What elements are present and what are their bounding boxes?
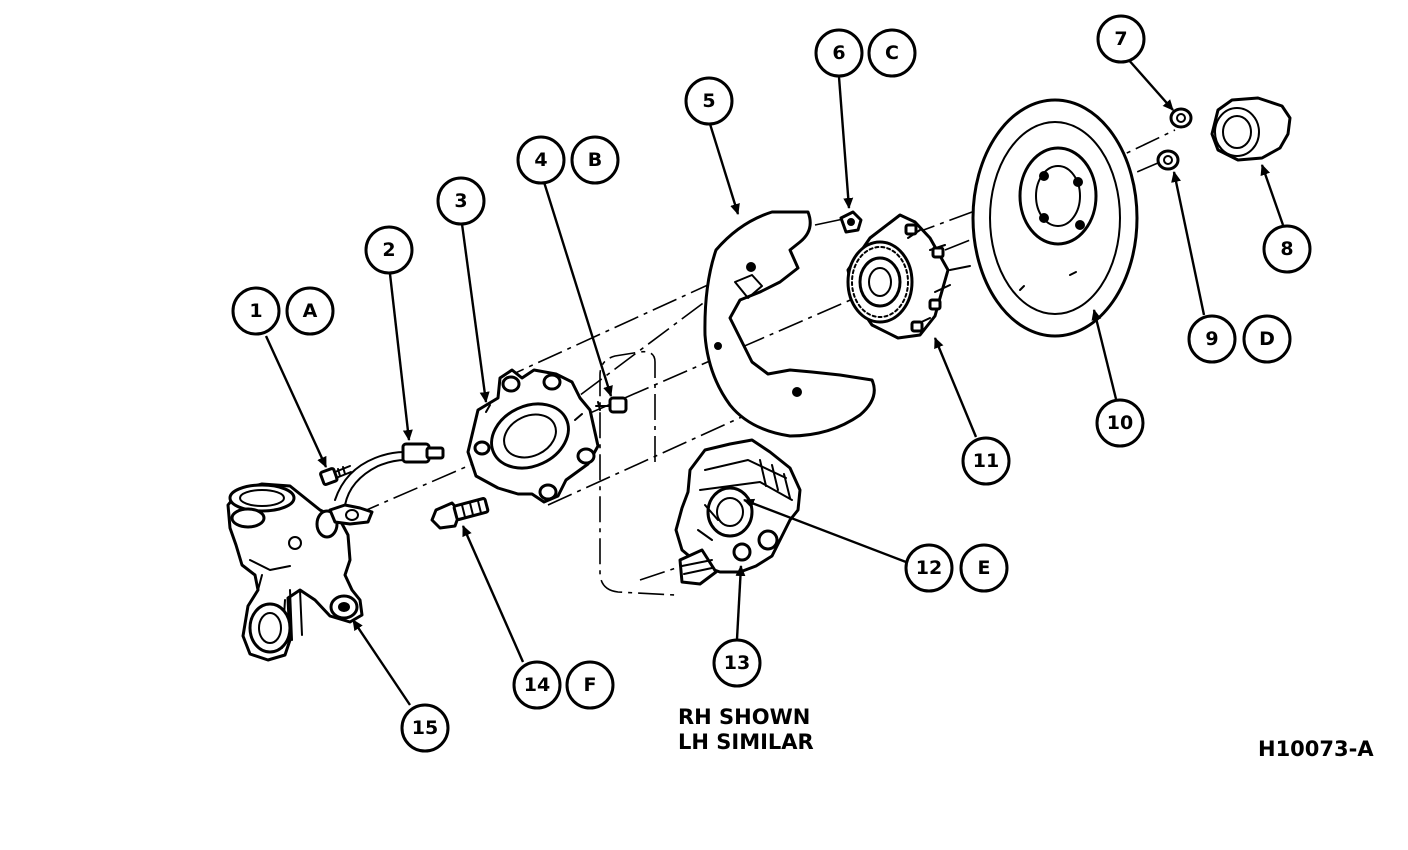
callout-13: 13 bbox=[712, 638, 762, 688]
callouts: 1 A 2 3 4 B 5 6 bbox=[231, 14, 1312, 753]
callout-9-label: 9 bbox=[1205, 328, 1218, 350]
callout-B-label: B bbox=[588, 149, 602, 171]
spindle-nut-part bbox=[1156, 149, 1180, 171]
callout-14: 14 bbox=[512, 660, 562, 710]
leader-lines bbox=[264, 57, 1285, 706]
callout-B: B bbox=[570, 135, 620, 185]
callout-C-label: C bbox=[885, 42, 899, 64]
callout-6-label: 6 bbox=[832, 42, 845, 64]
callout-7-label: 7 bbox=[1114, 28, 1127, 50]
callout-C: C bbox=[867, 28, 917, 78]
callout-12: 12 bbox=[904, 543, 954, 593]
callout-10: 10 bbox=[1095, 398, 1145, 448]
callout-E-label: E bbox=[978, 557, 991, 579]
caliper-bolt-part bbox=[430, 497, 490, 530]
callout-4-label: 4 bbox=[534, 149, 547, 171]
callout-7: 7 bbox=[1096, 14, 1146, 64]
knuckle-part bbox=[226, 482, 364, 662]
abs-sensor-part bbox=[328, 442, 445, 526]
callout-1: 1 bbox=[231, 286, 281, 336]
hub-bearing-part bbox=[846, 213, 971, 340]
brake-rotor-part bbox=[971, 98, 1139, 338]
figure-id: H10073-A bbox=[1258, 737, 1374, 761]
shield-bolt-part bbox=[839, 210, 863, 234]
screw-part bbox=[319, 465, 352, 486]
callout-14-label: 14 bbox=[524, 674, 550, 696]
callout-15-label: 15 bbox=[412, 717, 438, 739]
adapter-bracket-part bbox=[466, 368, 600, 504]
brake-caliper-part bbox=[674, 438, 802, 586]
callout-A-label: A bbox=[303, 300, 318, 322]
callout-F-label: F bbox=[584, 674, 597, 696]
callout-2-label: 2 bbox=[382, 239, 395, 261]
callout-9: 9 bbox=[1187, 314, 1237, 364]
hub-nut-part bbox=[1169, 107, 1193, 129]
callout-D-label: D bbox=[1259, 328, 1275, 350]
dust-cap-part bbox=[1210, 96, 1292, 162]
callout-11: 11 bbox=[961, 436, 1011, 486]
callout-4: 4 bbox=[516, 135, 566, 185]
callout-13-label: 13 bbox=[724, 652, 750, 674]
callout-8: 8 bbox=[1262, 224, 1312, 274]
callout-3-label: 3 bbox=[454, 190, 467, 212]
stud-bolt-part bbox=[595, 396, 628, 414]
note-lh-similar: LH SIMILAR bbox=[678, 730, 814, 754]
note-rh-shown: RH SHOWN bbox=[678, 705, 810, 729]
callout-D: D bbox=[1242, 314, 1292, 364]
callout-A: A bbox=[285, 286, 335, 336]
callout-12-label: 12 bbox=[916, 557, 942, 579]
callout-6: 6 bbox=[814, 28, 864, 78]
splash-shield-part bbox=[703, 210, 876, 438]
callout-15: 15 bbox=[400, 703, 450, 753]
callout-5-label: 5 bbox=[702, 90, 715, 112]
callout-F: F bbox=[565, 660, 615, 710]
callout-3: 3 bbox=[436, 176, 486, 226]
callout-11-label: 11 bbox=[973, 450, 999, 472]
callout-8-label: 8 bbox=[1280, 238, 1293, 260]
callout-2: 2 bbox=[364, 225, 414, 275]
callout-1-label: 1 bbox=[249, 300, 262, 322]
callout-5: 5 bbox=[684, 76, 734, 126]
callout-10-label: 10 bbox=[1107, 412, 1133, 434]
callout-E: E bbox=[959, 543, 1009, 593]
